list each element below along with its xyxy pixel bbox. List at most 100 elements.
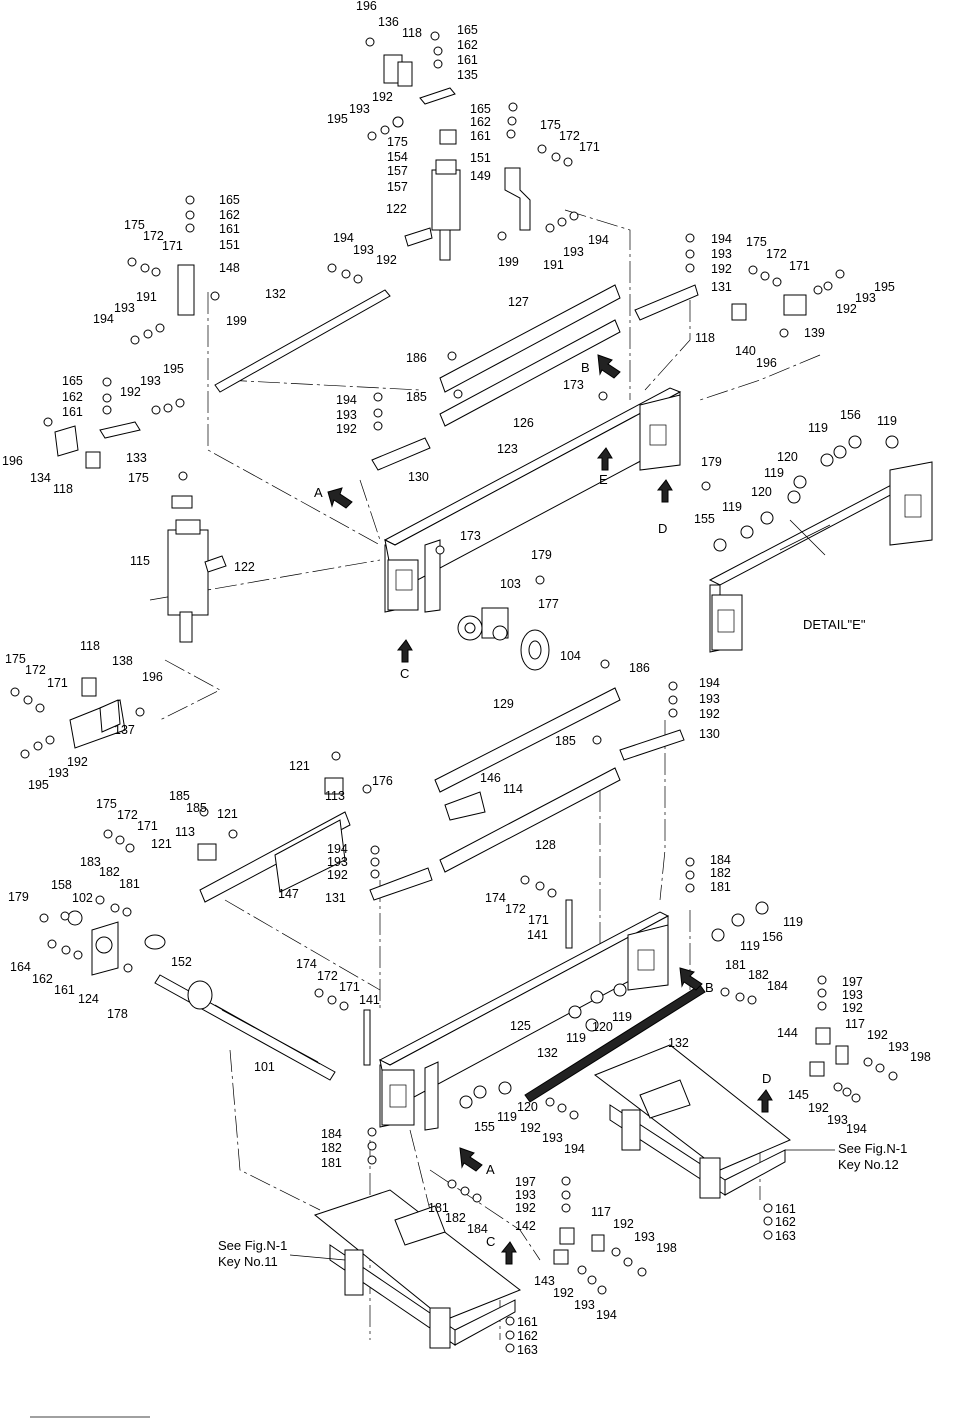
callout: 165	[62, 374, 83, 388]
callout: 199	[498, 255, 519, 269]
callout: 171	[579, 140, 600, 154]
top-cylinder-assembly	[383, 54, 531, 261]
callout: 157	[387, 164, 408, 178]
bearing-block	[67, 910, 166, 976]
callout: 193	[855, 291, 876, 305]
callout: 122	[386, 202, 407, 216]
callout: 115	[130, 554, 150, 568]
callout: 194	[336, 393, 357, 407]
callout: 172	[25, 663, 46, 677]
callout: 130	[699, 727, 720, 741]
callout: 127	[508, 295, 529, 309]
callout: 191	[136, 290, 157, 304]
callout: 123	[497, 442, 518, 456]
callout: 172	[766, 247, 787, 261]
callout: 162	[775, 1215, 796, 1229]
callout-labels: 196 136 118 165 162 161 135 192 193 195 …	[2, 0, 931, 1357]
left-base	[313, 1189, 522, 1349]
callout: 149	[470, 169, 491, 183]
callout: 141	[527, 928, 548, 942]
callout: 194	[711, 232, 732, 246]
callout: 141	[359, 993, 380, 1007]
callout: 119	[722, 500, 742, 514]
callout: 118	[80, 639, 100, 653]
callout: 161	[775, 1202, 796, 1216]
callout: 103	[500, 577, 521, 591]
callout: 192	[867, 1028, 888, 1042]
callout: 164	[10, 960, 31, 974]
callout: 182	[748, 968, 769, 982]
ball-screw	[154, 974, 336, 1081]
callout: 192	[699, 707, 720, 721]
callout: 165	[457, 23, 478, 37]
callout: 118	[695, 331, 715, 345]
callout: 117	[591, 1205, 611, 1219]
callout: 175	[387, 135, 408, 149]
callout: 134	[30, 471, 51, 485]
callout: 101	[254, 1060, 275, 1074]
callout: 174	[485, 891, 506, 905]
callout: 181	[725, 958, 746, 972]
callout: 175	[746, 235, 767, 249]
callout: 193	[699, 692, 720, 706]
callout: 143	[534, 1274, 555, 1288]
callout: 172	[143, 229, 164, 243]
callout: 192	[808, 1101, 829, 1115]
callout: 191	[543, 258, 564, 272]
arrow-letters: A B E D C B D A C	[314, 360, 771, 1249]
callout: 184	[767, 979, 788, 993]
callout: 196	[142, 670, 163, 684]
callout: 196	[356, 0, 377, 13]
callout: 151	[470, 151, 491, 165]
callout: 121	[151, 837, 172, 851]
callout: 195	[874, 280, 895, 294]
key-number-note: Key No.12	[838, 1157, 899, 1172]
callout: 174	[296, 957, 317, 971]
callout: 184	[710, 853, 731, 867]
callout: 161	[517, 1315, 538, 1329]
callout: 198	[656, 1241, 677, 1255]
callout: 193	[114, 301, 135, 315]
callout: 177	[538, 597, 559, 611]
arrow-label-b: B	[581, 360, 590, 375]
callout: 172	[505, 902, 526, 916]
callout: 161	[457, 53, 478, 67]
callout: 176	[372, 774, 393, 788]
callout: 183	[80, 855, 101, 869]
callout: 192	[842, 1001, 863, 1015]
callout: 151	[219, 238, 240, 252]
leader-lines	[30, 1149, 835, 1418]
callout: 173	[563, 378, 584, 392]
callout: 193	[353, 243, 374, 257]
callout: 161	[470, 129, 491, 143]
callout: 172	[559, 129, 580, 143]
callout: 185	[186, 801, 207, 815]
callout: 194	[564, 1142, 585, 1156]
callout: 181	[428, 1201, 449, 1215]
callout: 194	[93, 312, 114, 326]
callout: 185	[169, 789, 190, 803]
callout: 192	[336, 422, 357, 436]
callout: 192	[520, 1121, 541, 1135]
callout: 130	[408, 470, 429, 484]
callout: 178	[107, 1007, 128, 1021]
callout: 194	[333, 231, 354, 245]
callout: 171	[339, 980, 360, 994]
callout: 175	[5, 652, 26, 666]
callout: 125	[510, 1019, 531, 1033]
callout: 175	[540, 118, 561, 132]
middle-rails	[197, 687, 685, 903]
key-number-note: Key No.11	[218, 1254, 278, 1269]
callout: 121	[217, 807, 238, 821]
callout: 162	[457, 38, 478, 52]
callout: 185	[406, 390, 427, 404]
callout: 197	[515, 1175, 536, 1189]
callout: 172	[117, 808, 138, 822]
callout: 119	[808, 421, 828, 435]
callout: 163	[517, 1343, 538, 1357]
callout: 120	[517, 1100, 538, 1114]
callout: 152	[171, 955, 192, 969]
callout: 192	[372, 90, 393, 104]
callout: 192	[120, 385, 141, 399]
callout: 156	[762, 930, 783, 944]
